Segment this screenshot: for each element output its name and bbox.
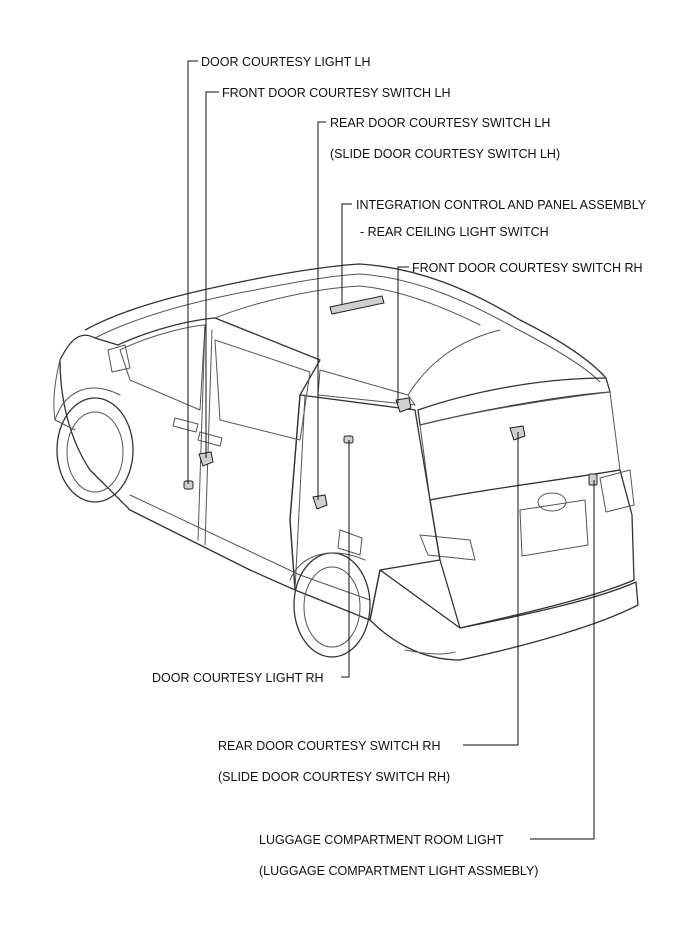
label-front-door-courtesy-switch-lh: FRONT DOOR COURTESY SWITCH LH [222,86,451,100]
rear-ceiling-light-switch [329,295,385,315]
leader-front-door-courtesy-switch-lh [205,91,219,458]
label-rear-ceiling-light-switch: - REAR CEILING LIGHT SWITCH [360,225,549,239]
leader-lines [187,60,595,840]
rear-door-courtesy-switch-lh [312,494,328,510]
front-door-courtesy-switch-lh [198,451,214,467]
leader-integration-control-panel [341,203,352,305]
label-slide-door-courtesy-switch-lh: (SLIDE DOOR COURTESY SWITCH LH) [330,147,560,161]
label-slide-door-courtesy-switch-rh: (SLIDE DOOR COURTESY SWITCH RH) [218,770,450,784]
label-rear-door-courtesy-switch-rh: REAR DOOR COURTESY SWITCH RH [218,739,440,753]
label-integration-control-panel: INTEGRATION CONTROL AND PANEL ASSEMBLY [356,198,647,212]
leader-door-courtesy-light-lh [187,60,198,484]
leader-rear-door-courtesy-switch-lh [317,121,326,500]
callout-labels: DOOR COURTESY LIGHT LH FRONT DOOR COURTE… [152,55,647,878]
leader-door-courtesy-light-rh [341,440,350,678]
vehicle-illustration [53,263,639,661]
label-door-courtesy-light-lh: DOOR COURTESY LIGHT LH [201,55,370,69]
label-front-door-courtesy-switch-rh: FRONT DOOR COURTESY SWITCH RH [412,261,643,275]
leader-rear-door-courtesy-switch-rh [463,432,519,746]
label-rear-door-courtesy-switch-lh: REAR DOOR COURTESY SWITCH LH [330,116,550,130]
label-luggage-compartment-room-light: LUGGAGE COMPARTMENT ROOM LIGHT [259,833,504,847]
leader-luggage-compartment-room-light [530,480,595,840]
label-luggage-compartment-light-assembly: (LUGGAGE COMPARTMENT LIGHT ASSMEBLY) [259,864,538,878]
luggage-compartment-room-light [588,473,598,486]
label-door-courtesy-light-rh: DOOR COURTESY LIGHT RH [152,671,324,685]
front-door-courtesy-switch-rh [395,397,412,413]
leader-front-door-courtesy-switch-rh [397,266,409,403]
